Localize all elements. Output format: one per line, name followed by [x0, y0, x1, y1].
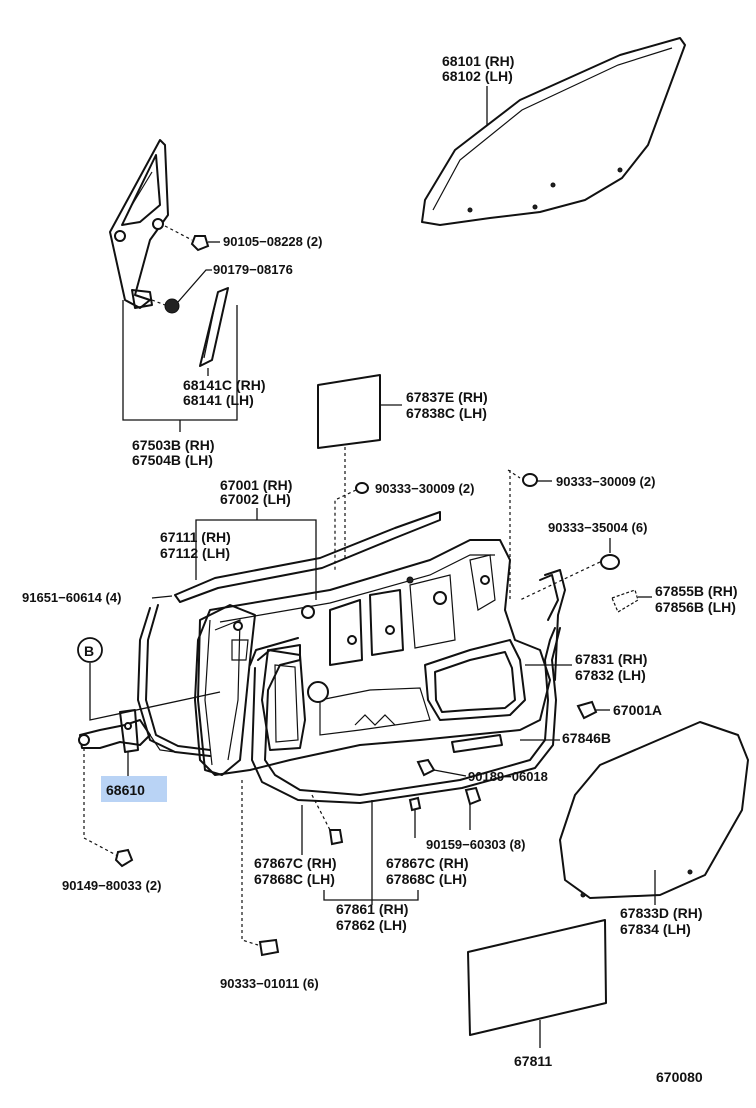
label-plug-01011: 90333−01011 (6): [220, 976, 319, 991]
door-seal-67111-drawing: [137, 511, 441, 757]
label-67868C-b: 67868C (LH): [386, 871, 467, 887]
label-67862: 67862 (LH): [336, 917, 407, 933]
label-90105: 90105−08228 (2): [223, 234, 322, 249]
bracket-67503B: [122, 300, 238, 432]
label-67111: 67111 (RH): [160, 529, 231, 545]
label-68101: 68101 (RH): [442, 53, 514, 69]
weatherstrip-68141-drawing: [199, 287, 229, 367]
bolt-67867C-drawing: [328, 829, 344, 846]
label-67504B: 67504B (LH): [132, 452, 213, 468]
plug-30009-b-drawing: [522, 473, 538, 487]
label-67867C-a: 67867C (RH): [254, 855, 336, 871]
plug-01011-drawing: [258, 938, 280, 957]
label-plug-30009-b: 90333−30009 (2): [556, 474, 655, 489]
label-plug-35004: 90333−35004 (6): [548, 520, 647, 535]
label-67001A: 67001A: [613, 702, 662, 718]
label-67811: 67811: [514, 1053, 552, 1069]
door-check-68610-drawing: [78, 709, 176, 753]
label-90189: 90189−06018: [468, 769, 548, 784]
plug-30009-a-drawing: [355, 482, 369, 494]
seal-67846B-drawing: [451, 734, 503, 753]
label-67837E: 67837E (RH): [406, 389, 488, 405]
label-67833D: 67833D (RH): [620, 905, 702, 921]
film-67833D-drawing: [559, 721, 749, 899]
label-67855B: 67855B (RH): [655, 583, 737, 599]
label-90159: 90159−60303 (8): [426, 837, 525, 852]
label-68610: 68610: [106, 782, 145, 798]
label-67834: 67834 (LH): [620, 921, 691, 937]
door-seal-67861-drawing: [249, 627, 561, 804]
part-67001A-drawing: [576, 700, 598, 720]
door-seal-67831-drawing: [424, 639, 526, 721]
label-ref-b: B: [84, 643, 94, 659]
label-plug-30009-a: 90333−30009 (2): [375, 481, 474, 496]
clip-90159-drawing: [408, 786, 482, 812]
label-67831: 67831 (RH): [575, 651, 647, 667]
nut-90179-drawing: [151, 298, 180, 314]
pad-67811-drawing: [467, 919, 607, 1036]
label-67861: 67861 (RH): [336, 901, 408, 917]
label-90149: 90149−80033 (2): [62, 878, 161, 893]
hole-cover-67837E-drawing: [317, 374, 381, 449]
hinge-area-drawing: [197, 604, 256, 776]
label-67867C-b: 67867C (RH): [386, 855, 468, 871]
label-67832: 67832 (LH): [575, 667, 646, 683]
label-67001: 67001 (RH): [220, 477, 292, 493]
label-68141C: 68141C (RH): [183, 377, 265, 393]
ref-b-marker: B: [77, 637, 103, 663]
label-67503B: 67503B (RH): [132, 437, 214, 453]
label-68102: 68102 (LH): [442, 68, 513, 84]
diagram-code: 670080: [656, 1069, 703, 1085]
plug-35004-drawing: [600, 554, 620, 570]
label-67846B: 67846B: [562, 730, 611, 746]
label-67002: 67002 (LH): [220, 491, 291, 507]
bolt-90189-drawing: [416, 758, 436, 777]
bolt-90149-drawing: [114, 848, 134, 868]
label-90179: 90179−08176: [213, 262, 293, 277]
label-67838C: 67838C (LH): [406, 405, 487, 421]
label-91651: 91651−60614 (4): [22, 590, 121, 605]
label-68141: 68141 (LH): [183, 392, 254, 408]
door-glass-drawing: [421, 37, 686, 226]
label-67112: 67112 (LH): [160, 545, 230, 561]
highlight-68610: [101, 776, 167, 802]
cover-67855B-drawing: [539, 569, 639, 681]
label-67868C-a: 67868C (LH): [254, 871, 335, 887]
door-panel-67001-drawing: [194, 539, 551, 776]
bolt-90105-drawing: [164, 225, 210, 252]
label-67856B: 67856B (LH): [655, 599, 736, 615]
door-frame-sub-drawing: [109, 139, 169, 309]
